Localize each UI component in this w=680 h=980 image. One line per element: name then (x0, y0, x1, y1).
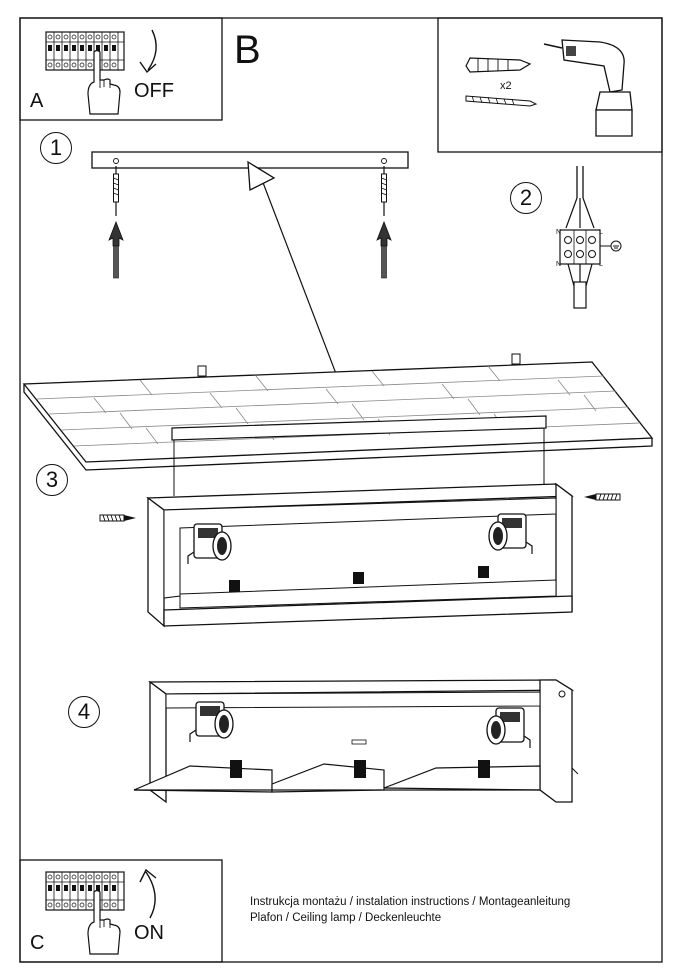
step-3-badge: 3 (36, 464, 68, 496)
drill-icon (543, 39, 633, 137)
wall-plug-icon (465, 57, 532, 73)
svg-text:L: L (599, 261, 603, 268)
svg-text:L: L (599, 229, 603, 236)
spot-left-icon (187, 523, 232, 565)
panel-a-letter: A (30, 90, 44, 112)
caption-line-2: Plafon / Ceiling lamp / Deckenleuchte (250, 912, 442, 924)
page-border (19, 17, 663, 963)
panel-c-letter: C (30, 932, 45, 954)
breaker-icon (45, 31, 125, 71)
spot-right-icon (486, 707, 531, 749)
step-4-badge: 4 (68, 696, 100, 728)
arrow-up-icon (139, 868, 157, 919)
breaker-icon (45, 871, 125, 911)
spot-right-icon (488, 513, 533, 555)
anchor-right-icon (376, 165, 392, 279)
panel-tools (437, 17, 663, 153)
ground-icon (610, 240, 622, 252)
step2-wiring: N L N L (556, 166, 622, 309)
panel-a (19, 17, 223, 121)
tools-multiplier: x2 (500, 80, 512, 92)
step-2-badge: 2 (510, 182, 542, 214)
step-1-badge: 1 (40, 132, 72, 164)
arrow-down-icon (139, 29, 157, 74)
panel-c-status: ON (134, 922, 164, 944)
svg-text:N: N (556, 261, 561, 268)
panel-c (19, 859, 223, 963)
step4-lamp (133, 679, 579, 804)
step3-lamp (99, 482, 621, 628)
side-screw-left-icon (99, 514, 125, 522)
caption-line-1: Instrukcja montażu / instalation instruc… (250, 896, 571, 908)
svg-text:N: N (556, 229, 561, 236)
anchor-left-icon (108, 165, 124, 279)
terminal-block-icon (559, 229, 601, 265)
ceiling-slab (22, 353, 654, 471)
screw-icon (465, 95, 538, 107)
side-screw-right-icon (595, 493, 621, 501)
panel-a-status: OFF (134, 80, 174, 102)
plate-bar-mounted (171, 415, 547, 496)
panel-b-letter: B (234, 28, 261, 72)
